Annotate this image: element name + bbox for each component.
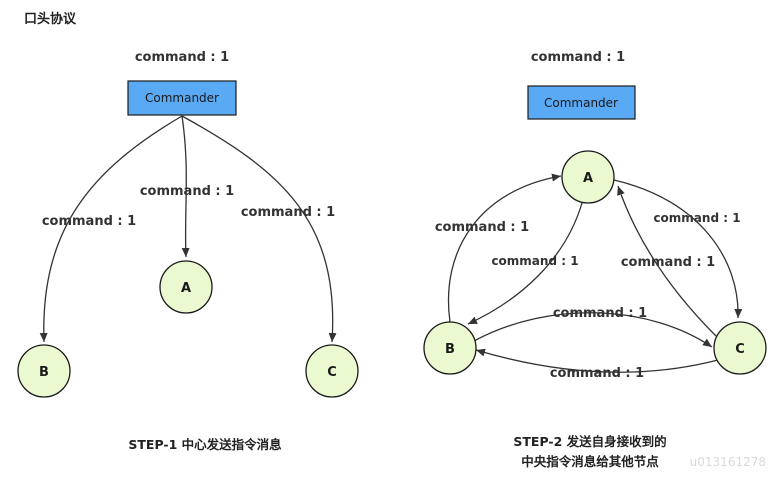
step2-node-b <box>423 321 477 375</box>
step1-commander-label: Commander <box>145 91 219 105</box>
step2-node-b-label: B <box>445 342 455 357</box>
step1-edge-to-c <box>181 115 337 343</box>
step1-node-a <box>159 260 213 314</box>
step2-label-c-to-a: command : 1 <box>621 255 715 270</box>
step1-top-label: command : 1 <box>135 50 229 65</box>
step2-commander-label: Commander <box>544 96 618 110</box>
step1-diagram: command : 1 Commander command : 1 comman… <box>17 50 359 452</box>
step1-node-c <box>305 344 359 398</box>
step2-edge-c-to-b <box>475 348 719 373</box>
step1-edge-label-b: command : 1 <box>42 214 136 229</box>
step1-node-b <box>17 344 71 398</box>
step2-label-a-to-b: command : 1 <box>491 254 578 268</box>
step1-edge-to-a <box>181 115 190 258</box>
step1-node-a-label: A <box>181 281 191 296</box>
step2-label-a-to-c: command : 1 <box>653 211 740 225</box>
step1-commander-box <box>127 80 237 116</box>
step2-diagram: command : 1 Commander command : 1 comman… <box>423 50 767 469</box>
step2-node-c-label: C <box>735 342 745 357</box>
step1-edge-label-a: command : 1 <box>140 184 234 199</box>
step2-caption-line2: 中央指令消息给其他节点 <box>521 454 659 469</box>
step2-node-c <box>713 321 767 375</box>
step1-node-c-label: C <box>327 365 337 380</box>
step2-edge-c-to-a <box>617 185 717 337</box>
step2-node-a-label: A <box>583 171 593 186</box>
step2-edge-a-to-b <box>467 202 583 325</box>
step2-edge-a-to-c <box>613 179 743 319</box>
step2-edge-b-to-a <box>447 173 562 323</box>
watermark: u013161278 <box>690 455 766 469</box>
step2-commander-box <box>527 85 636 120</box>
step2-label-b-to-c: command : 1 <box>553 306 647 321</box>
step2-top-label: command : 1 <box>531 50 625 65</box>
step2-label-b-to-a: command : 1 <box>435 220 529 235</box>
step2-label-c-to-b: command : 1 <box>550 366 644 381</box>
step2-edge-b-to-c <box>473 312 713 348</box>
step1-edge-to-b <box>39 115 183 343</box>
step1-node-b-label: B <box>39 365 49 380</box>
page-title: 口头协议 <box>24 11 77 27</box>
step2-caption-line1: STEP-2 发送自身接收到的 <box>513 434 666 449</box>
step2-node-a <box>561 150 615 204</box>
step1-caption: STEP-1 中心发送指令消息 <box>128 437 282 452</box>
step1-edge-label-c: command : 1 <box>241 205 335 220</box>
